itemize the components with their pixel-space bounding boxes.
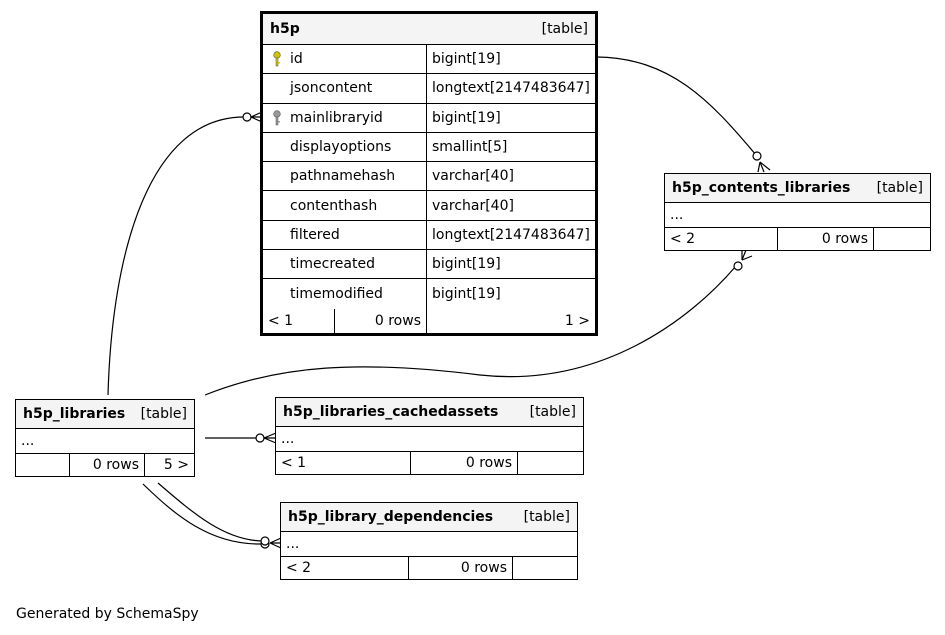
edge-libraries-to-dependencies-b bbox=[157, 482, 263, 542]
column-name: filtered bbox=[290, 226, 340, 243]
edge-libraries-to-h5p bbox=[107, 116, 245, 396]
column-type: bigint[19] bbox=[426, 279, 595, 309]
table-header: h5p_library_dependencies [table] bbox=[281, 503, 577, 532]
row-count: 0 rows bbox=[334, 308, 426, 333]
column-row[interactable]: jsoncontent longtext[2147483647] bbox=[263, 74, 595, 104]
table-h5p-libraries-cachedassets[interactable]: h5p_libraries_cachedassets [table] ... <… bbox=[275, 397, 584, 475]
column-name: timecreated bbox=[290, 256, 375, 273]
row-count: 0 rows bbox=[408, 557, 512, 579]
table-footer: < 2 0 rows bbox=[665, 228, 930, 250]
children-count[interactable]: 5 > bbox=[144, 454, 194, 476]
column-type: varchar[40] bbox=[426, 191, 595, 220]
table-footer: 0 rows 5 > bbox=[16, 454, 194, 476]
crowfoot-contents-bottom bbox=[741, 249, 753, 261]
optional-circle-dependencies-a bbox=[260, 539, 270, 549]
columns-ellipsis: ... bbox=[281, 431, 295, 447]
column-row[interactable]: contenthash varchar[40] bbox=[263, 191, 595, 221]
table-name: h5p bbox=[270, 21, 300, 37]
column-name: pathnamehash bbox=[290, 168, 396, 185]
optional-circle-h5p bbox=[242, 112, 252, 122]
column-row[interactable]: filtered longtext[2147483647] bbox=[263, 220, 595, 251]
table-h5p-library-dependencies[interactable]: h5p_library_dependencies [table] ... < 2… bbox=[280, 502, 578, 580]
generated-by-label: Generated by SchemaSpy bbox=[16, 606, 199, 622]
column-type: bigint[19] bbox=[426, 45, 595, 74]
column-row[interactable]: pathnamehash varchar[40] bbox=[263, 162, 595, 192]
column-type: varchar[40] bbox=[426, 162, 595, 191]
table-footer: < 1 0 rows bbox=[276, 452, 583, 474]
optional-circle-contents-bottom bbox=[733, 261, 743, 271]
table-name: h5p_libraries_cachedassets bbox=[283, 404, 499, 420]
edge-libraries-to-dependencies-a bbox=[142, 483, 263, 545]
columns-ellipsis-row: ... bbox=[276, 427, 583, 452]
table-tag: [table] bbox=[523, 509, 570, 525]
column-type: smallint[5] bbox=[426, 132, 595, 162]
columns-ellipsis-row: ... bbox=[281, 532, 577, 557]
columns-ellipsis: ... bbox=[670, 207, 684, 223]
foreign-key-icon bbox=[273, 110, 281, 125]
column-type: bigint[19] bbox=[426, 250, 595, 279]
table-footer: < 2 0 rows bbox=[281, 557, 577, 579]
table-tag: [table] bbox=[140, 406, 187, 422]
children-count[interactable]: 1 > bbox=[426, 308, 595, 333]
row-count: 0 rows bbox=[777, 228, 873, 250]
table-footer: < 1 0 rows 1 > bbox=[263, 308, 595, 333]
optional-circle-contents-top bbox=[752, 151, 762, 161]
children-count[interactable] bbox=[873, 228, 930, 250]
table-name: h5p_libraries bbox=[23, 406, 126, 422]
columns-ellipsis: ... bbox=[286, 536, 300, 552]
edge-h5p-to-contents-libraries bbox=[596, 56, 757, 156]
children-count[interactable] bbox=[517, 452, 583, 474]
column-name: contenthash bbox=[290, 197, 378, 214]
table-h5p-contents-libraries[interactable]: h5p_contents_libraries [table] ... < 2 0… bbox=[664, 173, 931, 251]
parents-count[interactable]: < 2 bbox=[286, 560, 312, 576]
parents-count[interactable]: < 1 bbox=[268, 312, 294, 329]
table-h5p-libraries[interactable]: h5p_libraries [table] ... 0 rows 5 > bbox=[15, 399, 195, 477]
table-tag: [table] bbox=[529, 404, 576, 420]
column-type: longtext[2147483647] bbox=[426, 74, 595, 103]
table-header: h5p_contents_libraries [table] bbox=[665, 174, 930, 203]
columns-ellipsis-row: ... bbox=[665, 203, 930, 228]
primary-key-icon bbox=[273, 51, 281, 67]
row-count: 0 rows bbox=[410, 452, 517, 474]
table-tag: [table] bbox=[541, 21, 588, 37]
table-header: h5p_libraries_cachedassets [table] bbox=[276, 398, 583, 427]
column-row[interactable]: timecreated bigint[19] bbox=[263, 250, 595, 280]
columns-ellipsis: ... bbox=[21, 433, 35, 449]
columns-ellipsis-row: ... bbox=[16, 429, 194, 454]
column-name: timemodified bbox=[290, 286, 383, 303]
optional-circle-cachedassets bbox=[255, 433, 265, 443]
children-count[interactable] bbox=[512, 557, 577, 579]
column-row[interactable]: timemodified bigint[19] bbox=[263, 279, 595, 309]
column-type: bigint[19] bbox=[426, 103, 595, 132]
row-count: 0 rows bbox=[69, 454, 144, 476]
parents-count[interactable]: < 2 bbox=[670, 231, 696, 247]
column-name: jsoncontent bbox=[290, 80, 373, 97]
table-name: h5p_library_dependencies bbox=[288, 509, 494, 525]
table-header: h5p [table] bbox=[263, 14, 595, 45]
column-type: longtext[2147483647] bbox=[426, 220, 595, 250]
table-tag: [table] bbox=[876, 180, 923, 196]
crowfoot-contents-top bbox=[757, 161, 771, 173]
column-name: mainlibraryid bbox=[263, 104, 426, 132]
table-header: h5p_libraries [table] bbox=[16, 400, 194, 429]
column-name: displayoptions bbox=[290, 139, 392, 156]
table-name: h5p_contents_libraries bbox=[672, 180, 851, 196]
parents-count[interactable]: < 1 bbox=[281, 455, 307, 471]
column-name: id bbox=[263, 45, 426, 73]
optional-circle-dependencies-b bbox=[260, 536, 270, 546]
parents-count[interactable] bbox=[16, 454, 69, 476]
column-row[interactable]: displayoptions smallint[5] bbox=[263, 132, 595, 163]
